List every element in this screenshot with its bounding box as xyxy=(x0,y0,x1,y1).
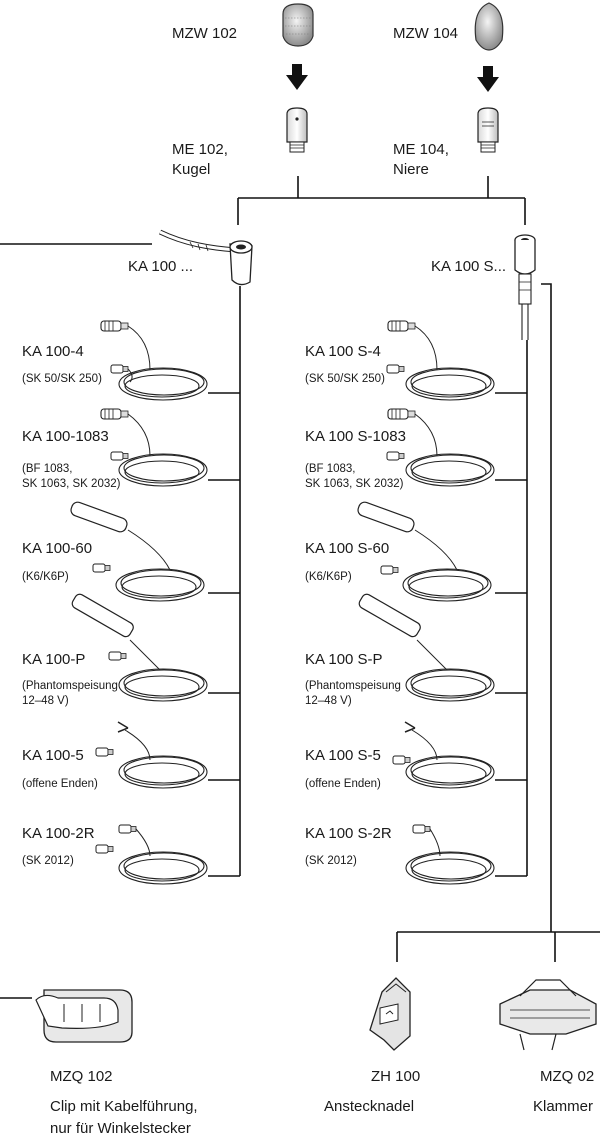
mzw102-windscreen-icon xyxy=(282,3,314,47)
accessory-desc: Clip mit Kabelführung, nur für Winkelste… xyxy=(50,1096,198,1140)
cable-item: KA 100 S-60 (K6/K6P) xyxy=(305,540,389,585)
accessory-name: ZH 100 xyxy=(371,1068,421,1085)
me104-line-2: Niere xyxy=(393,161,429,178)
cable-name: KA 100 S-4 xyxy=(305,343,381,360)
cable-name: KA 100-4 xyxy=(22,343,84,360)
cable-name: KA 100-5 xyxy=(22,747,84,764)
cable-item: KA 100-P (Phantomspeisung 12–48 V) xyxy=(22,651,118,709)
cable-item: KA 100 S-1083 (BF 1083, SK 1063, SK 2032… xyxy=(305,428,406,492)
cable-item: KA 100-2R (SK 2012) xyxy=(22,825,95,869)
arrow-down-icon xyxy=(477,66,499,92)
cable-note: (SK 2012) xyxy=(305,855,357,867)
cable-note: (BF 1083, xyxy=(22,463,73,475)
me102-line-2: Kugel xyxy=(172,161,211,178)
cable-note: (K6/K6P) xyxy=(22,571,69,583)
cable-note: 12–48 V) xyxy=(22,695,69,707)
cable-note: (K6/K6P) xyxy=(305,571,352,583)
accessory-desc: Klammer xyxy=(533,1098,594,1115)
cable-note: 12–48 V) xyxy=(305,695,352,707)
cable-illustrations-right xyxy=(357,320,495,885)
me104-label: ME 104, Niere xyxy=(393,140,449,180)
me104-line-1: ME 104, xyxy=(393,141,449,158)
cable-note: SK 1063, SK 2032) xyxy=(22,478,121,490)
accessory-desc-line: nur für Winkelstecker xyxy=(50,1120,191,1137)
me102-label: ME 102, Kugel xyxy=(172,140,228,180)
mzw104-windscreen-icon xyxy=(474,2,504,51)
cable-name: KA 100 S-2R xyxy=(305,825,392,842)
cable-item: KA 100 S-5 (offene Enden) xyxy=(305,747,381,792)
accessory-name: MZQ 02 xyxy=(540,1068,595,1085)
cable-name: KA 100 S-1083 xyxy=(305,428,406,445)
cable-item: KA 100 S-P (Phantomspeisung 12–48 V) xyxy=(305,651,401,709)
connection-lines xyxy=(0,176,600,999)
mzq102-clip-icon xyxy=(35,989,133,1043)
mzq02-clamp-icon xyxy=(499,979,597,1051)
cable-item: KA 100-1083 (BF 1083, SK 1063, SK 2032) xyxy=(22,428,120,492)
ka100-angled-connector-icon xyxy=(158,229,253,286)
accessory-desc: Anstecknadel xyxy=(324,1098,415,1115)
cable-item: KA 100 S-2R (SK 2012) xyxy=(305,825,392,869)
cable-item: KA 100-60 (K6/K6P) xyxy=(22,540,92,585)
me102-capsule-icon xyxy=(286,107,308,153)
cable-illustrations-left xyxy=(70,320,208,885)
cable-note: (SK 50/SK 250) xyxy=(305,373,385,385)
cable-name: KA 100 S-60 xyxy=(305,540,390,557)
cable-note: SK 1063, SK 2032) xyxy=(305,478,404,490)
ka100-connector-label: KA 100 ... xyxy=(128,258,194,275)
cable-item: KA 100 S-4 (SK 50/SK 250) xyxy=(305,343,385,387)
cable-note: (BF 1083, xyxy=(305,463,356,475)
cable-name: KA 100-2R xyxy=(22,825,95,842)
cable-note: (SK 2012) xyxy=(22,855,74,867)
cable-note: (Phantomspeisung xyxy=(22,680,118,692)
mzw102-label: MZW 102 xyxy=(172,25,238,42)
cable-note: (SK 50/SK 250) xyxy=(22,373,102,385)
me104-capsule-icon xyxy=(477,107,499,153)
cable-name: KA 100-60 xyxy=(22,540,93,557)
cable-name: KA 100-1083 xyxy=(22,428,109,445)
cable-item: KA 100-5 (offene Enden) xyxy=(22,747,98,792)
cable-name: KA 100-P xyxy=(22,651,86,668)
zh100-pin-icon xyxy=(369,977,411,1051)
cable-name: KA 100 S-P xyxy=(305,651,383,668)
cable-name: KA 100 S-5 xyxy=(305,747,381,764)
cable-note: (offene Enden) xyxy=(22,778,98,790)
arrow-down-icon xyxy=(286,64,308,90)
cable-note: (offene Enden) xyxy=(305,778,381,790)
ka100s-connector-label: KA 100 S... xyxy=(431,258,507,275)
cable-item: KA 100-4 (SK 50/SK 250) xyxy=(22,343,102,387)
accessory-desc-line: Clip mit Kabelführung, xyxy=(50,1098,198,1115)
mzw104-label: MZW 104 xyxy=(393,25,459,42)
accessory-name: MZQ 102 xyxy=(50,1068,113,1085)
cable-note: (Phantomspeisung xyxy=(305,680,401,692)
ka100s-straight-connector-icon xyxy=(514,234,536,340)
me102-line-1: ME 102, xyxy=(172,141,228,158)
